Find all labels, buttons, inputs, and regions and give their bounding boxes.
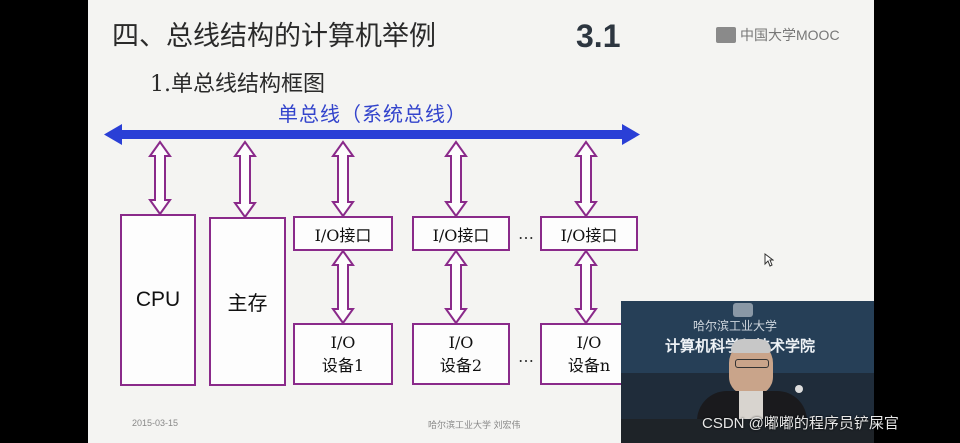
mooc-logo-text: 中国大学MOOC: [740, 27, 840, 43]
footer-center: 哈尔滨工业大学 刘宏伟: [428, 420, 521, 430]
arrow-interface-device-n: [574, 249, 598, 325]
slide: 四、总线结构的计算机举例 3.1 中国大学MOOC 1.单总线结构框图 单总线（…: [88, 0, 874, 443]
slide-subtitle: 1.单总线结构框图: [150, 72, 325, 97]
lecturer-hair: [731, 339, 771, 353]
io-interface-label: I/O接口: [314, 225, 372, 245]
io-device-1: I/O 设备1: [293, 323, 393, 385]
bus-label: 单总线（系统总线）: [278, 102, 467, 126]
lecturer-video: 哈尔滨工业大学 计算机科学与技术学院: [621, 301, 874, 443]
arrow-bus-memory: [233, 140, 257, 219]
io-interface-1: I/O接口: [293, 216, 393, 251]
io-device-line1: I/O: [330, 333, 356, 352]
csdn-watermark: CSDN @嘟嘟的程序员铲屎官: [702, 415, 899, 432]
mooc-logo-icon: [716, 27, 736, 43]
university-emblem-icon: [733, 303, 753, 317]
memory-box: 主存: [209, 217, 286, 386]
io-device-line2: 设备n: [567, 356, 611, 375]
arrow-bus-interface-1: [331, 140, 355, 218]
io-interface-n: I/O接口: [540, 216, 638, 251]
system-bus-arrow: [104, 124, 640, 145]
cpu-box: CPU: [120, 214, 196, 386]
slide-title: 四、总线结构的计算机举例: [112, 21, 436, 52]
footer-date: 2015-03-15: [132, 418, 179, 428]
arrow-bus-interface-n: [574, 140, 598, 218]
io-interface-label: I/O接口: [560, 225, 618, 245]
arrow-bus-cpu: [148, 140, 172, 216]
microphone-icon: [795, 385, 803, 393]
arrow-interface-device-1: [331, 249, 355, 325]
slide-number: 3.1: [576, 18, 621, 54]
io-device-line1: I/O: [448, 333, 474, 352]
cpu-label: CPU: [135, 288, 181, 311]
ellipsis-interfaces: …: [518, 224, 534, 243]
arrow-interface-device-2: [444, 249, 468, 325]
mouse-cursor-icon: [764, 253, 774, 267]
lecturer-glasses: [735, 359, 769, 368]
desk: [621, 419, 874, 443]
io-device-line2: 设备2: [439, 356, 483, 375]
memory-label: 主存: [227, 291, 268, 315]
io-device-line2: 设备1: [321, 356, 365, 375]
io-device-line1: I/O: [576, 333, 602, 352]
mooc-logo: 中国大学MOOC: [716, 24, 840, 46]
io-interface-2: I/O接口: [412, 216, 510, 251]
io-device-2: I/O 设备2: [412, 323, 510, 385]
arrow-bus-interface-2: [444, 140, 468, 218]
ellipsis-devices: …: [518, 347, 534, 366]
video-banner-line1: 哈尔滨工业大学: [693, 319, 778, 333]
io-interface-label: I/O接口: [432, 225, 490, 245]
